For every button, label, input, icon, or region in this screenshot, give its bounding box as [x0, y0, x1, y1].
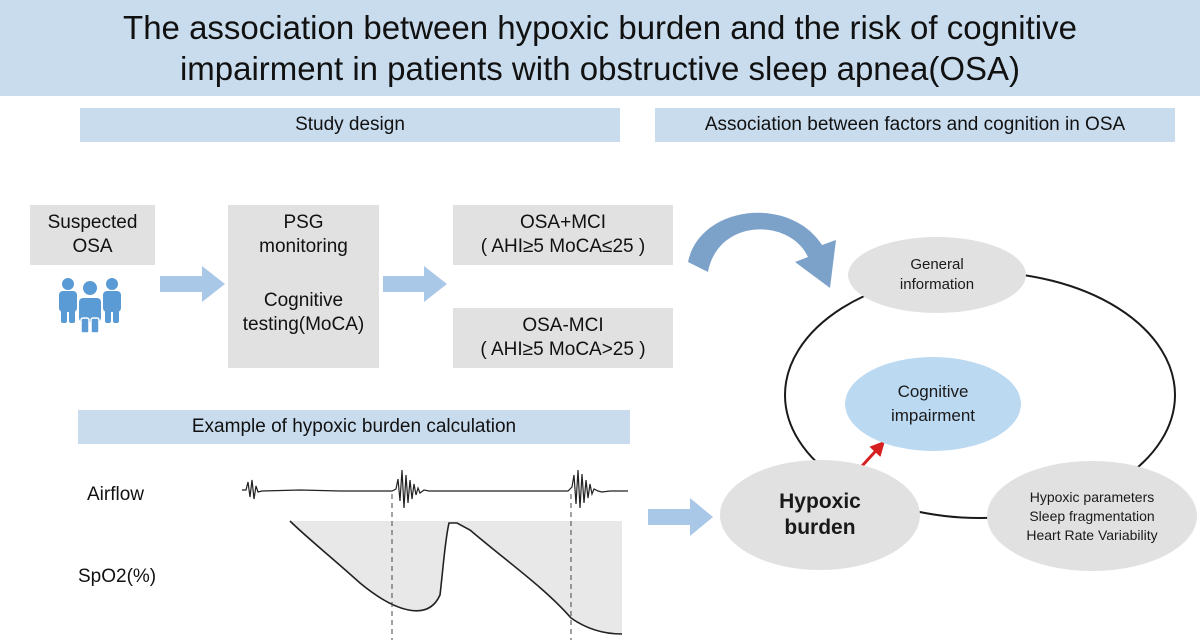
arrow-right-icon: [160, 266, 225, 302]
title-line-2: impairment in patients with obstructive …: [179, 50, 1021, 87]
curved-arrow-icon: [688, 212, 836, 288]
cognitive-impairment-node: Cognitive impairment: [845, 357, 1021, 451]
arrow-right-icon: [383, 266, 447, 302]
airflow-label: Airflow: [87, 484, 145, 505]
association-banner: Association between factors and cognitio…: [655, 108, 1175, 142]
spo2-curve: [289, 520, 623, 635]
people-icon: [59, 278, 121, 334]
example-banner: Example of hypoxic burden calculation: [78, 410, 630, 444]
airflow-trace: [242, 469, 628, 509]
osa-mci-negative-box: OSA-MCI ( AHI≥5 MoCA>25 ): [453, 308, 673, 368]
suspected-osa-box: Suspected OSA: [30, 205, 155, 265]
factors-node: Hypoxic parameters Sleep fragmentation H…: [987, 461, 1197, 571]
red-arrow-icon: [860, 440, 886, 468]
psg-cognitive-box: PSG monitoring Cognitive testing(MoCA): [228, 205, 379, 368]
osa-mci-positive-box: OSA+MCI ( AHI≥5 MoCA≤25 ): [453, 205, 673, 265]
arrow-right-icon: [648, 498, 713, 536]
spo2-label: SpO2(%): [78, 566, 157, 587]
hypoxic-burden-node: Hypoxic burden: [720, 460, 920, 570]
general-information-node: General information: [848, 237, 1026, 313]
spo2-area: [290, 521, 622, 634]
study-design-banner: Study design: [80, 108, 620, 142]
title-banner: The association between hypoxic burden a…: [0, 0, 1200, 96]
title-line-1: The association between hypoxic burden a…: [123, 9, 1077, 46]
